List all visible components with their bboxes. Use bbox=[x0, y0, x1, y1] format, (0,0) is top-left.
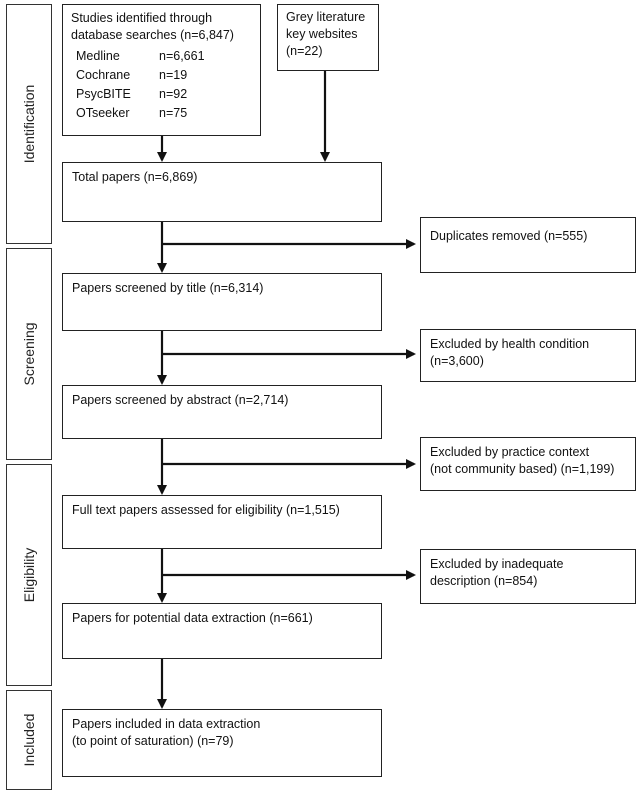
phase-included: Included bbox=[6, 690, 52, 790]
grey-literature-line1: Grey literature bbox=[286, 10, 366, 24]
inadequate-description-box: Excluded by inadequate description (n=85… bbox=[420, 549, 636, 604]
included-line2: (to point of saturation) (n=79) bbox=[72, 734, 234, 748]
potential-extraction-text: Papers for potential data extraction (n=… bbox=[72, 611, 313, 625]
source-row-psycbite: PsycBITE n=92 bbox=[71, 85, 252, 104]
source-name: OTseeker bbox=[76, 106, 130, 120]
database-searches-title-line1: Studies identified through bbox=[71, 11, 213, 25]
database-searches-title-line2: database searches (n=6,847) bbox=[71, 28, 234, 42]
total-papers-text: Total papers (n=6,869) bbox=[72, 170, 198, 184]
health-condition-box: Excluded by health condition (n=3,600) bbox=[420, 329, 636, 382]
title-screen-text: Papers screened by title (n=6,314) bbox=[72, 281, 264, 295]
included-line1: Papers included in data extraction bbox=[72, 717, 261, 731]
full-text-box: Full text papers assessed for eligibilit… bbox=[62, 495, 382, 549]
practice-context-box: Excluded by practice context (not commun… bbox=[420, 437, 636, 491]
grey-literature-box: Grey literature key websites (n=22) bbox=[277, 4, 379, 71]
health-condition-line1: Excluded by health condition bbox=[430, 337, 590, 351]
phase-screening: Screening bbox=[6, 248, 52, 460]
source-name: PsycBITE bbox=[76, 87, 131, 101]
source-count: n=6,661 bbox=[159, 49, 205, 63]
inadequate-description-line1: Excluded by inadequate bbox=[430, 557, 564, 571]
phase-eligibility: Eligibility bbox=[6, 464, 52, 686]
inadequate-description-line2: description (n=854) bbox=[430, 574, 538, 588]
phase-identification: Identification bbox=[6, 4, 52, 244]
database-searches-box: Studies identified through database sear… bbox=[62, 4, 261, 136]
source-count: n=75 bbox=[159, 106, 188, 120]
source-row-cochrane: Cochrane n=19 bbox=[71, 66, 252, 85]
duplicates-box: Duplicates removed (n=555) bbox=[420, 217, 636, 273]
grey-literature-line2: key websites bbox=[286, 27, 358, 41]
source-count: n=19 bbox=[159, 68, 188, 82]
source-row-medline: Medline n=6,661 bbox=[71, 47, 252, 66]
health-condition-line2: (n=3,600) bbox=[430, 354, 484, 368]
source-row-otseeker: OTseeker n=75 bbox=[71, 104, 252, 123]
duplicates-text: Duplicates removed (n=555) bbox=[430, 229, 588, 243]
practice-context-line2: (not community based) (n=1,199) bbox=[430, 462, 615, 476]
abstract-screen-text: Papers screened by abstract (n=2,714) bbox=[72, 393, 289, 407]
full-text-text: Full text papers assessed for eligibilit… bbox=[72, 503, 340, 517]
included-box: Papers included in data extraction (to p… bbox=[62, 709, 382, 777]
grey-literature-line3: (n=22) bbox=[286, 44, 323, 58]
potential-extraction-box: Papers for potential data extraction (n=… bbox=[62, 603, 382, 659]
source-name: Medline bbox=[76, 49, 120, 63]
abstract-screen-box: Papers screened by abstract (n=2,714) bbox=[62, 385, 382, 439]
title-screen-box: Papers screened by title (n=6,314) bbox=[62, 273, 382, 331]
total-papers-box: Total papers (n=6,869) bbox=[62, 162, 382, 222]
source-name: Cochrane bbox=[76, 68, 131, 82]
source-count: n=92 bbox=[159, 87, 188, 101]
practice-context-line1: Excluded by practice context bbox=[430, 445, 590, 459]
